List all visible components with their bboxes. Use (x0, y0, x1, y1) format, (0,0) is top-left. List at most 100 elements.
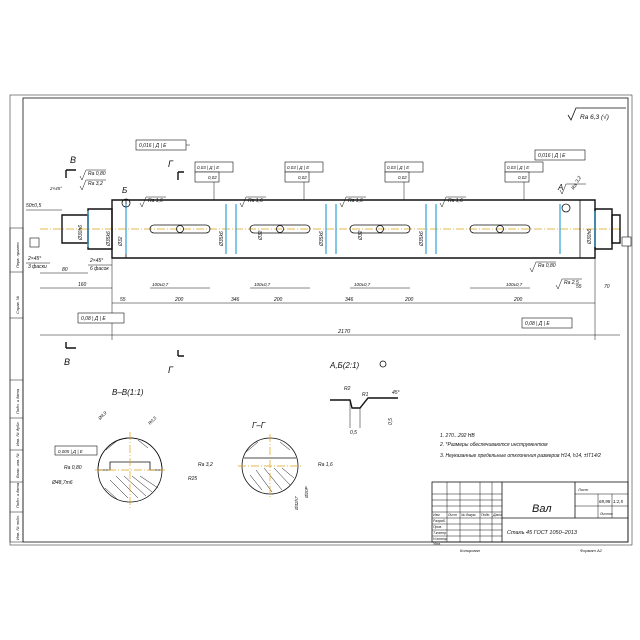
roughness-3: Ra 1,6 (248, 198, 263, 204)
span-2: 346 (231, 297, 240, 303)
detail-view-ab: А,Б(2:1) R2 R1 45° 0,5 0,5 (329, 360, 400, 436)
chamfer-2: 2×45° (89, 258, 103, 264)
gg-label-0: Ra 1,6 (318, 462, 333, 468)
side-stamp-1: Справ. № (15, 295, 20, 314)
length-2: 2170 (337, 329, 351, 335)
tol-mid-3b: 0,02 (398, 175, 407, 180)
tol-mid-1: 0,03 | Д | Е (197, 165, 220, 170)
length-1: 160 (78, 282, 87, 288)
diameter-3: Ø35k6 (219, 231, 225, 247)
chamfer-0: 2×45° (27, 256, 41, 262)
tb-format: Формат А2 (580, 548, 603, 553)
chamfer-3: 6 фасок (90, 266, 109, 272)
gg-label-1: Ø32h7 (294, 496, 299, 511)
side-stamp: Перв. примен. Справ. № Подп. и дата Инв.… (9, 227, 24, 543)
section-markers: В В Г Г Б А (64, 155, 563, 375)
roughness-2: Ra 1,6 (148, 198, 163, 204)
section-view-gg: Г–Г Ra 1,6 Ø32h7 Ø20Р (238, 421, 333, 511)
tb-row-3: Подп. (481, 513, 490, 517)
roughness-5: Ra 1,6 (448, 198, 463, 204)
keyway-1: 100±0,7 (254, 282, 271, 287)
tb-sheets-label: Листов (599, 512, 613, 516)
tb-role-4: Утв. (433, 542, 441, 546)
tol-mid-4: 0,03 | Д | Е (507, 165, 530, 170)
roughness-7: Ra 3,2 (571, 175, 584, 191)
span-5: 200 (404, 297, 414, 303)
gg-title: Г–Г (252, 421, 266, 430)
vv-label-6: R25 (188, 476, 197, 482)
tb-role-2: Т.контр. (433, 531, 447, 535)
gg-label-2: Ø20Р (304, 486, 309, 499)
tol-mid-1b: 0,02 (208, 175, 217, 180)
diameter-2: Ø32 (118, 236, 124, 247)
section-view-vv: В–В(1:1) Ø4,9 0,005 | Д | Е Ra 0,80 Ø48,… (51, 388, 213, 508)
tb-role-1: Пров. (433, 525, 442, 529)
roughness-8: Ra 2,5 (564, 280, 579, 286)
tol-mid-2b: 0,02 (298, 175, 307, 180)
title-block: Изм Лист № докум. Подп. Дата Разраб. Про… (431, 481, 629, 553)
tb-role-3: Н.контр. (433, 537, 448, 541)
vv-label-0: Ø4,9 (96, 410, 107, 421)
roughness-4: Ra 1,6 (348, 198, 363, 204)
mark-g-bottom: Г (168, 365, 174, 375)
side-stamp-2: Подп. и дата (15, 388, 20, 414)
span-0: 55 (120, 297, 126, 303)
keyway-2: 100±0,7 (354, 282, 371, 287)
length-dims: 80 160 2170 55 200 346 200 346 200 200 5… (40, 258, 620, 340)
span-6: 200 (513, 297, 523, 303)
roughness-0: Ra 0,80 (88, 171, 106, 177)
keyway-0: 100±0,7 (152, 282, 169, 287)
vv-label-5: Ra 3,2 (198, 462, 213, 468)
vv-title: В–В(1:1) (112, 388, 144, 397)
side-stamp-5: Подп. и дата (15, 482, 20, 508)
tb-row-4: Дата (492, 513, 502, 517)
note-1: 2. *Размеры обеспечиваются инструментом (439, 442, 548, 448)
diameter-5: Ø35k6 (319, 231, 325, 247)
tol-mid-2: 0,03 | Д | Е (287, 165, 310, 170)
ab-label-1: R1 (362, 392, 369, 398)
tol-bottom-left: 0,08 | Д | Е (81, 316, 106, 322)
tol-mid-3: 0,03 | Д | Е (387, 165, 410, 170)
note-0: 1. 270...292 НВ (440, 433, 475, 439)
ab-label-3: 0,5 (350, 430, 357, 436)
mark-v-bottom: В (64, 357, 70, 367)
length-0: 80 (62, 267, 68, 273)
keyway-3: 100±0,7 (506, 282, 523, 287)
vv-label-4: R0,5 (147, 415, 158, 426)
side-stamp-3: Инв. № дубл. (15, 421, 20, 446)
diameter-labels: Ø30h6 Ø35k6 Ø32 Ø35k6 Ø32 Ø35k6 Ø32 Ø35k… (78, 225, 593, 247)
tol-mid-4b: 0,02 (518, 175, 527, 180)
side-stamp-4: Взам. инв. № (15, 453, 20, 478)
span-4: 346 (345, 297, 354, 303)
tb-material: Сталь 45 ГОСТ 1050–2013 (507, 530, 578, 536)
vv-label-3: Ø48,7m6 (51, 480, 73, 486)
general-roughness: Ra 6,3 (√) (567, 107, 626, 121)
left-chamfer-angle: 2×45° (49, 186, 62, 191)
vv-label-1: 0,005 | Д | Е (58, 449, 84, 454)
span-8: 70 (604, 284, 610, 290)
mark-g-top: Г (168, 159, 174, 169)
vv-label-2: Ra 0,80 (64, 465, 82, 471)
end-label: 50±0,5 (26, 203, 41, 209)
tb-copied: Копировал (460, 548, 481, 553)
tb-sheet-label: Лист (577, 487, 589, 492)
ab-label-0: R2 (344, 386, 351, 392)
roughness-1: Ra 3,2 (88, 181, 103, 187)
tb-mass: 69,98 (599, 499, 611, 504)
tol-runout-left: 0,016 | Д | Е (139, 143, 167, 149)
ab-label-2: 45° (392, 390, 400, 396)
general-roughness-text: Ra 6,3 (√) (580, 113, 609, 121)
tb-row-0: Изм (433, 513, 440, 517)
ab-title: А,Б(2:1) (329, 361, 360, 370)
tb-row-1: Лист (447, 513, 457, 517)
tb-scale: 1:2,5 (613, 499, 624, 504)
tol-bottom-right: 0,08 | Д | Е (525, 321, 550, 327)
ab-label-4: 0,5 (388, 418, 394, 425)
diameter-8: Ø30h6 (587, 229, 593, 245)
technical-notes: 1. 270...292 НВ 2. *Размеры обеспечивают… (439, 433, 601, 459)
mark-v-top: В (70, 155, 76, 165)
tb-role-0: Разраб. (433, 519, 446, 523)
diameter-7: Ø35k6 (419, 231, 425, 247)
tb-name: Вал (532, 503, 552, 515)
